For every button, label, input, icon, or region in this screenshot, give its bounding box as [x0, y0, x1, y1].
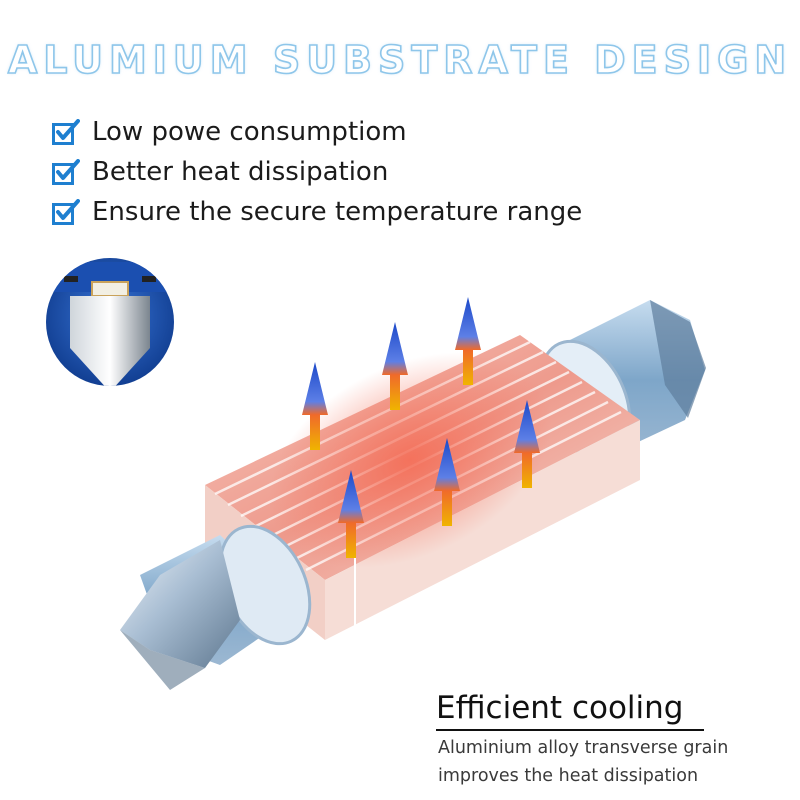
caption-line: improves the heat dissipation — [438, 766, 699, 786]
festoon-bulb-illustration — [46, 258, 706, 690]
caption-title: Efficient cooling — [436, 690, 684, 726]
heat-up-arrow-icon — [302, 362, 328, 450]
checkbox-check-icon — [52, 119, 80, 145]
heat-up-arrow-icon — [434, 438, 460, 526]
caption-underline — [436, 729, 704, 731]
heat-arrows — [302, 297, 540, 558]
heat-up-arrow-icon — [382, 322, 408, 410]
left-cap — [120, 524, 312, 690]
feature-list: Low powe consumptiom Better heat dissipa… — [52, 112, 582, 232]
heat-up-arrow-icon — [455, 297, 481, 385]
page-headline: ALUMIUM SUBSTRATE DESIGN — [7, 37, 793, 83]
feature-item: Better heat dissipation — [52, 152, 582, 192]
feature-item: Ensure the secure temperature range — [52, 192, 582, 232]
feature-label: Low powe consumptiom — [92, 117, 407, 147]
feature-item: Low powe consumptiom — [52, 112, 582, 152]
heat-up-arrow-icon — [338, 470, 364, 558]
checkbox-check-icon — [52, 199, 80, 225]
checkbox-check-icon — [52, 159, 80, 185]
feature-label: Ensure the secure temperature range — [92, 197, 583, 227]
caption-line: Aluminium alloy transverse grain — [438, 738, 729, 758]
feature-label: Better heat dissipation — [92, 157, 389, 187]
heat-up-arrow-icon — [514, 400, 540, 488]
led-chip-closeup — [46, 258, 174, 386]
